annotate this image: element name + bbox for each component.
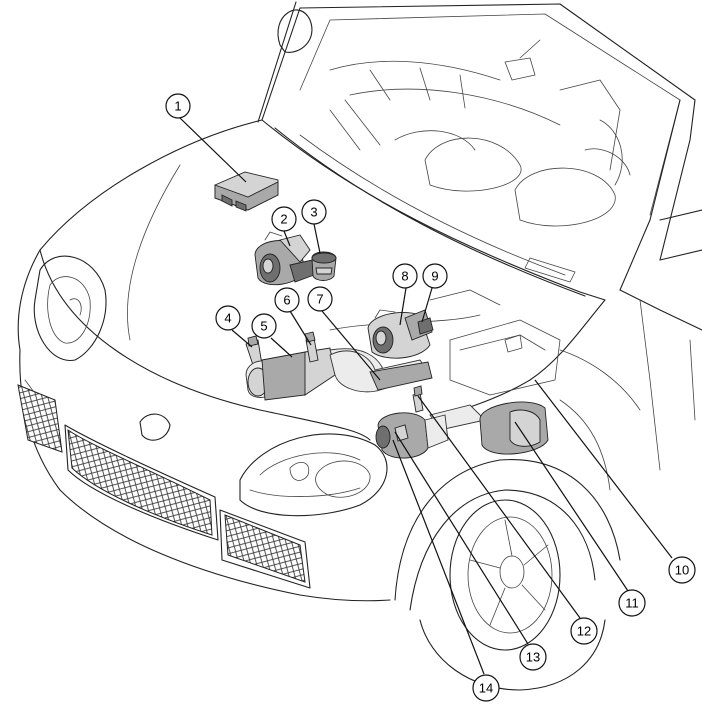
callout-number: 14	[479, 681, 493, 696]
callout-8: 8	[392, 263, 418, 289]
callout-9: 9	[422, 263, 448, 289]
probe-12	[412, 385, 424, 413]
callout-3: 3	[301, 199, 327, 225]
callout-number: 1	[174, 99, 181, 114]
callout-13: 13	[519, 643, 547, 671]
callout-1: 1	[165, 93, 191, 119]
callout-5: 5	[251, 313, 277, 339]
callout-11: 11	[618, 589, 646, 617]
callout-12: 12	[570, 617, 598, 645]
catalytic-converter-11	[429, 401, 549, 455]
air-pump-assembly	[367, 309, 434, 359]
control-unit	[214, 171, 279, 212]
callout-number: 8	[401, 269, 408, 284]
callout-number: 4	[224, 311, 231, 326]
callout-number: 6	[283, 293, 290, 308]
callout-number: 12	[577, 624, 591, 639]
callout-10: 10	[668, 556, 696, 584]
callout-number: 2	[280, 212, 287, 227]
callout-markers: 1 2 3 4 5 6 7 8	[165, 93, 696, 702]
sensor-3	[311, 251, 337, 281]
callout-2: 2	[271, 206, 297, 232]
callout-number: 3	[310, 205, 317, 220]
catalytic-converter-13	[375, 412, 449, 459]
callout-7: 7	[307, 286, 333, 312]
callout-number: 13	[526, 650, 540, 665]
probe-6	[304, 331, 319, 363]
callout-6: 6	[274, 287, 300, 313]
callout-number: 10	[675, 563, 689, 578]
leader-lines	[179, 117, 673, 675]
callout-number: 9	[431, 269, 438, 284]
callout-number: 11	[625, 596, 639, 611]
callout-number: 5	[260, 319, 267, 334]
callout-number: 7	[316, 292, 323, 307]
callout-14: 14	[472, 674, 500, 702]
exhaust-pipe-7	[329, 350, 433, 393]
car-body	[17, 1, 702, 691]
valve-assembly-2	[254, 231, 315, 286]
callout-4: 4	[215, 305, 241, 331]
